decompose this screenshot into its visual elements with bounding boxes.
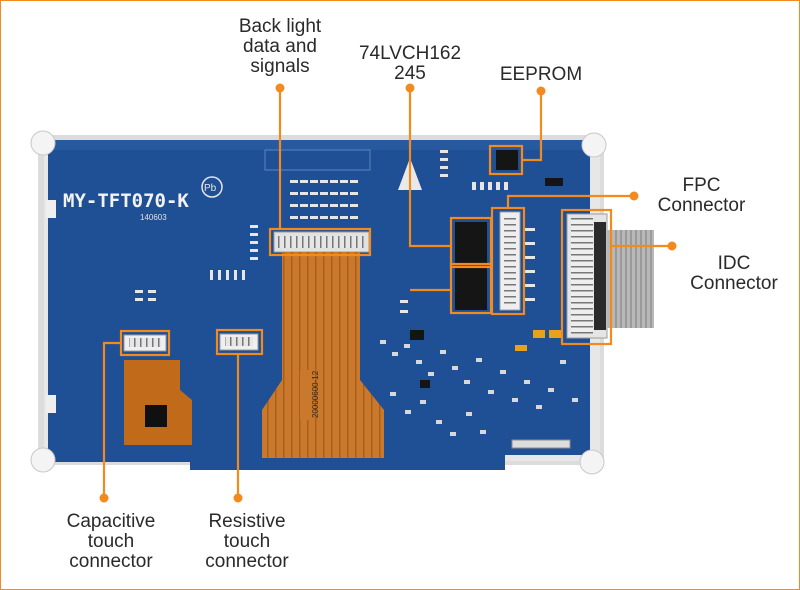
label-buffer-line2: 245 [394, 63, 426, 84]
label-resistive-line3: connector [205, 551, 289, 572]
label-capacitive-line3: connector [69, 551, 153, 572]
touch-controller-chip [145, 405, 167, 427]
label-resistive-line1: Resistive [208, 511, 286, 532]
board-date-code: 140603 [140, 213, 167, 222]
label-eeprom: EEPROM [499, 64, 583, 85]
leader-buffer [408, 88, 451, 248]
mount-tab [30, 447, 56, 473]
pb-mark-text: Pb [204, 183, 217, 194]
label-buffer-line1: 74LVCH162 [358, 43, 462, 64]
capacitive-touch-flex [124, 360, 192, 445]
label-capacitive: Capacitive touch connector [54, 512, 168, 572]
label-capacitive-line1: Capacitive [66, 511, 156, 532]
board-model-text: MY-TFT070-K [63, 190, 189, 212]
label-resistive: Resistive touch connector [190, 512, 304, 572]
pb-free-icon [201, 176, 223, 198]
label-fpc-line2: Connector [657, 195, 746, 216]
label-backlight-line2: data and [243, 36, 317, 57]
mount-tab [581, 132, 607, 158]
leader-fpc [506, 194, 634, 208]
mount-tab [579, 449, 605, 475]
highlight-resistive [215, 328, 264, 356]
buffer-chip-1 [455, 222, 487, 264]
label-capacitive-line2: touch [87, 531, 135, 552]
label-idc-line2: Connector [690, 273, 778, 294]
mount-tab [30, 130, 56, 156]
flex-print-text: 20000600-12 [311, 370, 320, 418]
lcd-flex-cable [262, 252, 384, 458]
leader-eeprom [522, 91, 543, 162]
eeprom-chip [496, 150, 518, 170]
highlight-backlight [268, 227, 372, 257]
label-buffer: 74LVCH162 245 [340, 44, 480, 84]
label-backlight-line1: Back light [238, 16, 322, 37]
leader-capacitive [102, 341, 121, 498]
label-backlight-line3: signals [250, 56, 310, 77]
buffer-chip-2 [455, 268, 487, 310]
label-fpc: FPC Connector [644, 176, 759, 216]
label-backlight: Back light data and signals [222, 17, 338, 77]
highlight-idc [560, 208, 613, 346]
ribbon-cable [607, 230, 654, 328]
label-fpc-line1: FPC [682, 175, 721, 196]
bottom-connector [511, 439, 571, 449]
label-resistive-line2: touch [223, 531, 271, 552]
label-idc-line1: IDC [717, 253, 751, 274]
label-idc: IDC Connector [678, 254, 790, 294]
